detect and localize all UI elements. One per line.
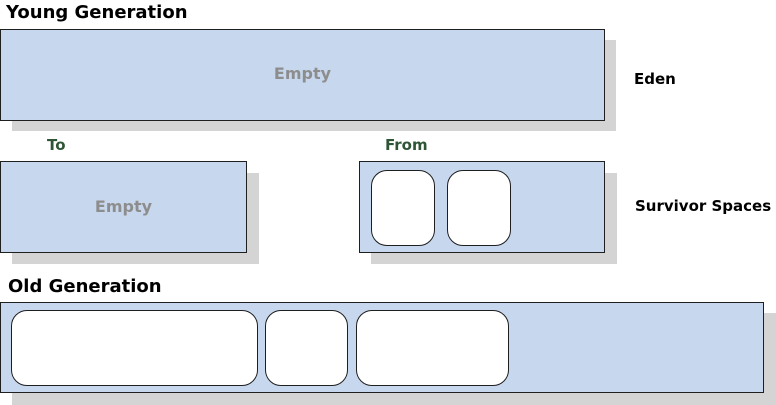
eden-empty-label: Empty bbox=[273, 64, 332, 83]
old-generation-heading: Old Generation bbox=[8, 276, 162, 297]
old-generation-object-3 bbox=[356, 310, 509, 386]
to-space: Empty bbox=[0, 161, 247, 253]
young-generation-heading: Young Generation bbox=[6, 2, 188, 23]
survivor-spaces-label: Survivor Spaces bbox=[635, 197, 772, 215]
from-space-object-1 bbox=[371, 170, 435, 246]
old-generation-object-1 bbox=[11, 310, 258, 386]
from-space-label: From bbox=[385, 136, 428, 154]
eden-label: Eden bbox=[634, 70, 676, 88]
to-space-label: To bbox=[47, 136, 66, 154]
old-generation-space bbox=[0, 302, 764, 393]
old-generation-object-2 bbox=[265, 310, 348, 386]
to-space-empty-label: Empty bbox=[94, 197, 153, 216]
from-space bbox=[359, 161, 605, 253]
from-space-object-2 bbox=[447, 170, 511, 246]
eden-space: Empty bbox=[0, 29, 605, 121]
